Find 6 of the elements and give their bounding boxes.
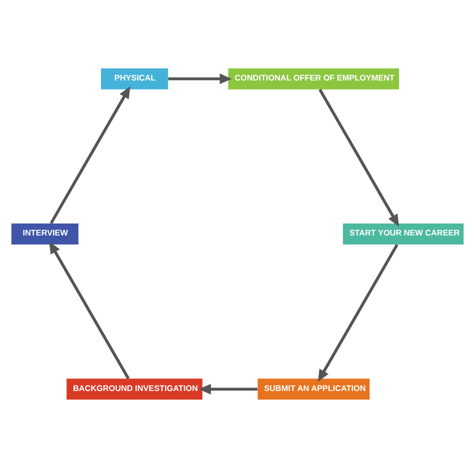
- arrow: [198, 383, 257, 394]
- arrow: [317, 243, 398, 382]
- arrow: [318, 88, 398, 226]
- arrow: [48, 240, 130, 379]
- arrow: [168, 73, 232, 84]
- arrow: [49, 86, 130, 224]
